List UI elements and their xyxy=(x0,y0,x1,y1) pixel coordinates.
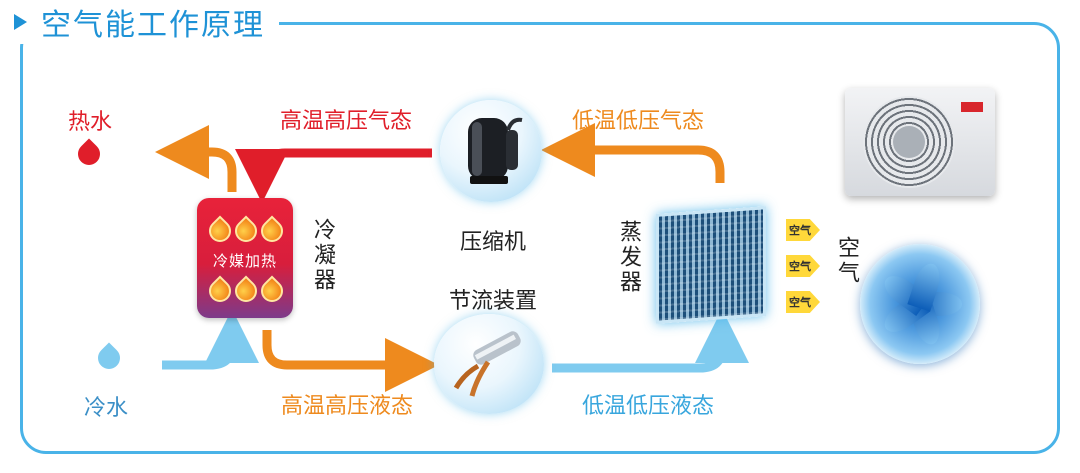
evaporator-label: 蒸发器 xyxy=(616,220,641,295)
heat-drop-icon xyxy=(256,275,288,307)
arrow-from-cold-water xyxy=(162,309,259,370)
unit-logo xyxy=(961,102,983,112)
arrow-hot-gas xyxy=(235,148,432,203)
arrow-to-hot-water xyxy=(155,125,237,192)
air-flow-badge: 空气 xyxy=(786,291,820,313)
page-title: 空气能工作原理 xyxy=(41,8,265,43)
title-bar: 空气能工作原理 xyxy=(8,0,279,44)
unit-grill xyxy=(863,96,955,188)
hot-water-label: 热水 xyxy=(68,110,113,135)
compressor-label: 压缩机 xyxy=(460,230,527,255)
hot-high-pressure-liquid-label: 高温高压液态 xyxy=(281,394,414,419)
title-arrow-icon xyxy=(14,14,27,30)
throttle-valve-icon xyxy=(434,314,544,414)
fan-icon xyxy=(860,244,980,364)
evaporator-coil-icon xyxy=(656,206,766,324)
diagram-frame xyxy=(20,22,1060,454)
air-flow-badge: 空气 xyxy=(786,219,820,241)
arrow-high-liquid xyxy=(262,330,439,392)
low-temp-low-pressure-liquid-label: 低温低压液态 xyxy=(582,394,715,419)
arrow-low-liquid xyxy=(552,309,749,373)
air-label: 空气 xyxy=(834,236,859,286)
cold-water-label: 冷水 xyxy=(84,396,129,421)
low-temp-low-pressure-gas-label: 低温低压气态 xyxy=(572,109,705,134)
heat-drop-icon xyxy=(230,275,262,307)
heat-drop-icon xyxy=(230,215,262,247)
heat-drop-icon xyxy=(204,215,236,247)
condenser-label: 冷凝器 xyxy=(310,218,335,293)
arrow-low-gas xyxy=(541,123,725,183)
air-flow-badge: 空气 xyxy=(786,255,820,277)
condenser-block: 冷媒加热 xyxy=(197,198,293,318)
throttle-label: 节流装置 xyxy=(449,289,538,314)
heat-drop-icon xyxy=(204,275,236,307)
heat-pump-unit-icon xyxy=(845,88,995,196)
heat-drop-icon xyxy=(256,215,288,247)
compressor-icon xyxy=(440,100,542,202)
hot-high-pressure-gas-label: 高温高压气态 xyxy=(280,109,413,134)
condenser-inner-label: 冷媒加热 xyxy=(212,252,277,270)
